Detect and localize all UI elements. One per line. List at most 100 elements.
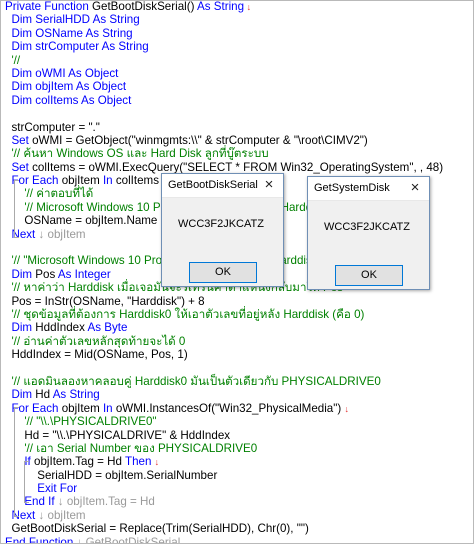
- code-line[interactable]: End If ↓ objItem.Tag = Hd: [5, 495, 471, 508]
- code-line[interactable]: HddIndex = Mid(OSName, Pos, 1): [5, 348, 471, 361]
- code-line[interactable]: '// อ่านค่าตัวเลขหลักสุดท้ายจะได้ 0: [5, 335, 471, 348]
- code-comment: '// เอา Serial Number ของ PHYSICALDRIVE0: [5, 441, 258, 455]
- code-line[interactable]: Dim oWMI As Object: [5, 67, 471, 80]
- code-text: colItems: [115, 174, 160, 188]
- code-text: Pos = InStr(OSName, "Harddisk") + 8: [5, 294, 205, 308]
- code-keyword: Dim: [5, 267, 36, 281]
- close-icon[interactable]: ×: [264, 176, 274, 193]
- code-line[interactable]: Set colItems = oWMI.ExecQuery("SELECT * …: [5, 161, 471, 174]
- code-keyword: As Object: [75, 80, 127, 94]
- code-annotation: ↓ objItem: [38, 508, 86, 522]
- code-text: objItem.Tag = Hd: [34, 455, 125, 469]
- code-line[interactable]: strComputer = ".": [5, 121, 471, 134]
- code-keyword: As Object: [68, 66, 119, 80]
- code-line[interactable]: Pos = InStr(OSName, "Harddisk") + 8: [5, 295, 471, 308]
- code-line[interactable]: Dim HddIndex As Byte: [5, 321, 471, 334]
- code-annotation: ↓: [344, 403, 349, 414]
- code-line[interactable]: GetBootDiskSerial = Replace(Trim(SerialH…: [5, 522, 471, 535]
- code-keyword: For Each: [5, 401, 62, 415]
- code-keyword: SerialHDD: [35, 13, 93, 27]
- code-comment: '//: [5, 53, 21, 67]
- code-line[interactable]: '// แอดมินลองหาคลอบคู่ Harddisk0 มันเป็น…: [5, 375, 471, 388]
- code-line[interactable]: '//: [5, 54, 471, 67]
- code-text: objItem: [61, 401, 103, 415]
- code-line[interactable]: Dim Pos As Integer: [5, 268, 471, 281]
- code-comment: '// "\\.\PHYSICALDRIVE0": [5, 415, 157, 429]
- code-keyword: End Function: [5, 535, 77, 544]
- code-keyword: objItem: [35, 80, 76, 94]
- dialog-title: GetBootDiskSerial: [168, 179, 258, 191]
- code-keyword: If: [5, 455, 34, 469]
- code-text: colItems = oWMI.ExecQuery("SELECT * FROM…: [32, 160, 444, 174]
- code-line[interactable]: '// ค่าตอบที่ได้: [5, 187, 471, 200]
- code-annotation: ↓: [244, 2, 252, 12]
- code-keyword: In: [102, 174, 116, 188]
- code-keyword: As Integer: [57, 267, 111, 281]
- code-keyword: Dim: [5, 40, 36, 54]
- code-line[interactable]: SerialHDD = objItem.SerialNumber: [5, 469, 471, 482]
- if-guide: [24, 461, 29, 503]
- code-line[interactable]: '// ชุดข้อมูลที่ต้องการ Harddisk0 ให้เอา…: [5, 308, 471, 321]
- code-line[interactable]: Dim Hd As String: [5, 388, 471, 401]
- code-line[interactable]: For Each objItem In oWMI.InstancesOf("Wi…: [5, 402, 471, 415]
- code-keyword: Dim: [5, 321, 36, 335]
- code-keyword: Dim: [5, 80, 36, 94]
- ok-button[interactable]: OK: [189, 262, 257, 283]
- code-line[interactable]: Next ↓ objItem: [5, 509, 471, 522]
- for-each-guide-2: [14, 407, 19, 517]
- code-line[interactable]: Private Function GetBootDiskSerial() As …: [5, 0, 471, 13]
- close-icon[interactable]: ×: [410, 179, 420, 196]
- code-text: OSName = objItem.Name: [5, 214, 158, 228]
- code-comment: '// อ่านค่าตัวเลขหลักสุดท้ายจะได้ 0: [5, 334, 186, 348]
- for-each-guide-1: [14, 180, 19, 238]
- dialog-message: WCC3F2JKCATZ: [324, 221, 410, 233]
- dialog-titlebar[interactable]: GetSystemDisk ×: [308, 177, 429, 201]
- code-line[interactable]: [5, 107, 471, 120]
- code-line[interactable]: '// ค้นหา Windows OS และ Hard Disk ลูกที…: [5, 147, 471, 160]
- code-text: Pos: [35, 267, 58, 281]
- code-line[interactable]: If objItem.Tag = Hd Then ↓: [5, 455, 471, 468]
- code-keyword: Dim: [5, 388, 36, 402]
- code-line[interactable]: Dim OSName As String: [5, 27, 471, 40]
- code-annotation: ↓ objItem.Tag = Hd: [57, 495, 155, 509]
- code-line[interactable]: OSName = objItem.Name: [5, 214, 471, 227]
- code-keyword: OSName: [35, 26, 86, 40]
- code-keyword: As Object: [81, 93, 132, 107]
- code-line[interactable]: [5, 362, 471, 375]
- code-text: HddIndex: [35, 321, 88, 335]
- code-editor[interactable]: Private Function GetBootDiskSerial() As …: [5, 0, 471, 544]
- code-annotation: ↓ GetBootDiskSerial: [76, 535, 181, 544]
- bootdisk-serial-dialog: GetBootDiskSerial × WCC3F2JKCATZ OK: [161, 173, 284, 287]
- code-line[interactable]: Hd = "\\.\PHYSICALDRIVE" & HddIndex: [5, 429, 471, 442]
- code-keyword: Dim: [5, 13, 36, 27]
- code-keyword: As String: [85, 26, 133, 40]
- dialog-title: GetSystemDisk: [314, 182, 390, 194]
- code-text: HddIndex = Mid(OSName, Pos, 1): [5, 348, 188, 362]
- code-text: SerialHDD = objItem.SerialNumber: [5, 468, 218, 482]
- code-keyword: Next: [5, 508, 39, 522]
- code-keyword: As String: [101, 40, 149, 54]
- code-keyword: Exit For: [5, 482, 78, 496]
- code-keyword: Dim: [5, 26, 36, 40]
- code-line[interactable]: '// เอา Serial Number ของ PHYSICALDRIVE0: [5, 442, 471, 455]
- code-line[interactable]: Dim strComputer As String: [5, 40, 471, 53]
- code-text: GetBootDiskSerial(): [92, 0, 198, 13]
- code-line[interactable]: Dim colItems As Object: [5, 94, 471, 107]
- dialog-body: WCC3F2JKCATZ OK: [162, 198, 283, 286]
- code-keyword: As String: [52, 388, 100, 402]
- code-keyword: For Each: [5, 174, 62, 188]
- code-text: objItem: [61, 174, 103, 188]
- code-text: Hd = "\\.\PHYSICALDRIVE" & HddIndex: [5, 428, 231, 442]
- ok-button[interactable]: OK: [335, 265, 403, 286]
- code-line[interactable]: Dim objItem As Object: [5, 80, 471, 93]
- code-line[interactable]: Dim SerialHDD As String: [5, 13, 471, 26]
- dialog-titlebar[interactable]: GetBootDiskSerial ×: [162, 174, 283, 198]
- code-keyword: colItems: [35, 93, 82, 107]
- code-line[interactable]: For Each objItem In colItems: [5, 174, 471, 187]
- code-keyword: Set: [5, 160, 33, 174]
- code-line[interactable]: '// "\\.\PHYSICALDRIVE0": [5, 415, 471, 428]
- code-comment: '// ชุดข้อมูลที่ต้องการ Harddisk0 ให้เอา…: [5, 307, 365, 321]
- code-line[interactable]: Set oWMI = GetObject("winmgmts:\\" & str…: [5, 134, 471, 147]
- code-line[interactable]: Exit For: [5, 482, 471, 495]
- code-line[interactable]: End Function ↓ GetBootDiskSerial: [5, 535, 471, 544]
